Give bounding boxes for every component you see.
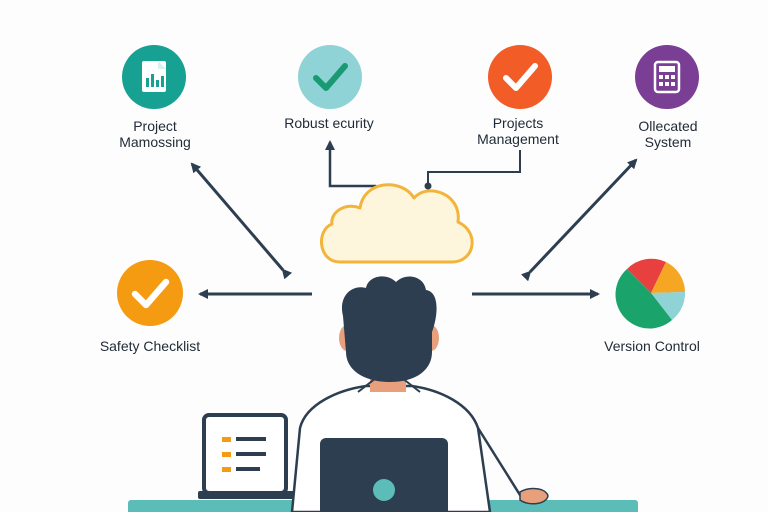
node-allocated-system [635, 45, 699, 109]
pie-slice-green [615, 269, 672, 329]
label-version-control: Version Control [582, 338, 722, 354]
laptop-left [198, 413, 298, 499]
pie-chart-icon [615, 258, 686, 329]
node-project-managing [122, 45, 186, 109]
projects-management-line1: Projects [492, 115, 544, 131]
pie-slice-red [627, 258, 666, 293]
laptop-front [320, 438, 448, 512]
allocated-system-line2: System [644, 134, 692, 150]
checkmark-icon [131, 278, 170, 309]
arrow-allocated-system [520, 158, 638, 282]
arrow-project-managing [190, 162, 293, 280]
safety-checklist-circle [117, 260, 183, 326]
label-projects-management: Projects Management [458, 115, 578, 147]
person-hair [341, 276, 437, 382]
connector-dot-right [424, 182, 432, 190]
laptop-base [198, 491, 298, 499]
node-safety-checklist [117, 260, 183, 326]
node-version-control [615, 258, 686, 329]
calculator-icon [653, 60, 681, 94]
connector-projects [427, 150, 521, 186]
projects-management-line2: Management [477, 131, 559, 147]
label-robust-security: Robust ecurity [259, 115, 399, 131]
person-right-arm [476, 427, 548, 497]
person-collar [357, 377, 421, 393]
label-project-managing: Project Mamossing [95, 118, 215, 150]
node-robust-security [298, 45, 362, 109]
project-managing-line1: Project [133, 118, 177, 134]
cloud-icon [320, 183, 474, 264]
project-managing-line2: Mamossing [119, 134, 191, 150]
person-hand [519, 487, 549, 505]
allocated-system-line1: Ollecated [638, 118, 698, 134]
laptop-front-lid [320, 438, 448, 512]
document-chart-icon [142, 61, 166, 92]
pie-slice-teal [651, 292, 686, 320]
robust-security-circle [298, 45, 362, 109]
node-projects-management [488, 45, 552, 109]
safety-checklist-line1: Safety Checklist [99, 338, 201, 354]
label-safety-checklist: Safety Checklist [80, 338, 220, 354]
label-allocated-system: Ollecated System [608, 118, 728, 150]
robust-security-line1: Robust ecurity [284, 115, 374, 131]
checkmark-icon [313, 63, 348, 91]
laptop-logo [373, 479, 395, 501]
checkmark-icon [503, 63, 538, 91]
pie-slice-orange [651, 262, 685, 293]
projects-management-circle [488, 45, 552, 109]
version-control-line1: Version Control [604, 338, 700, 354]
